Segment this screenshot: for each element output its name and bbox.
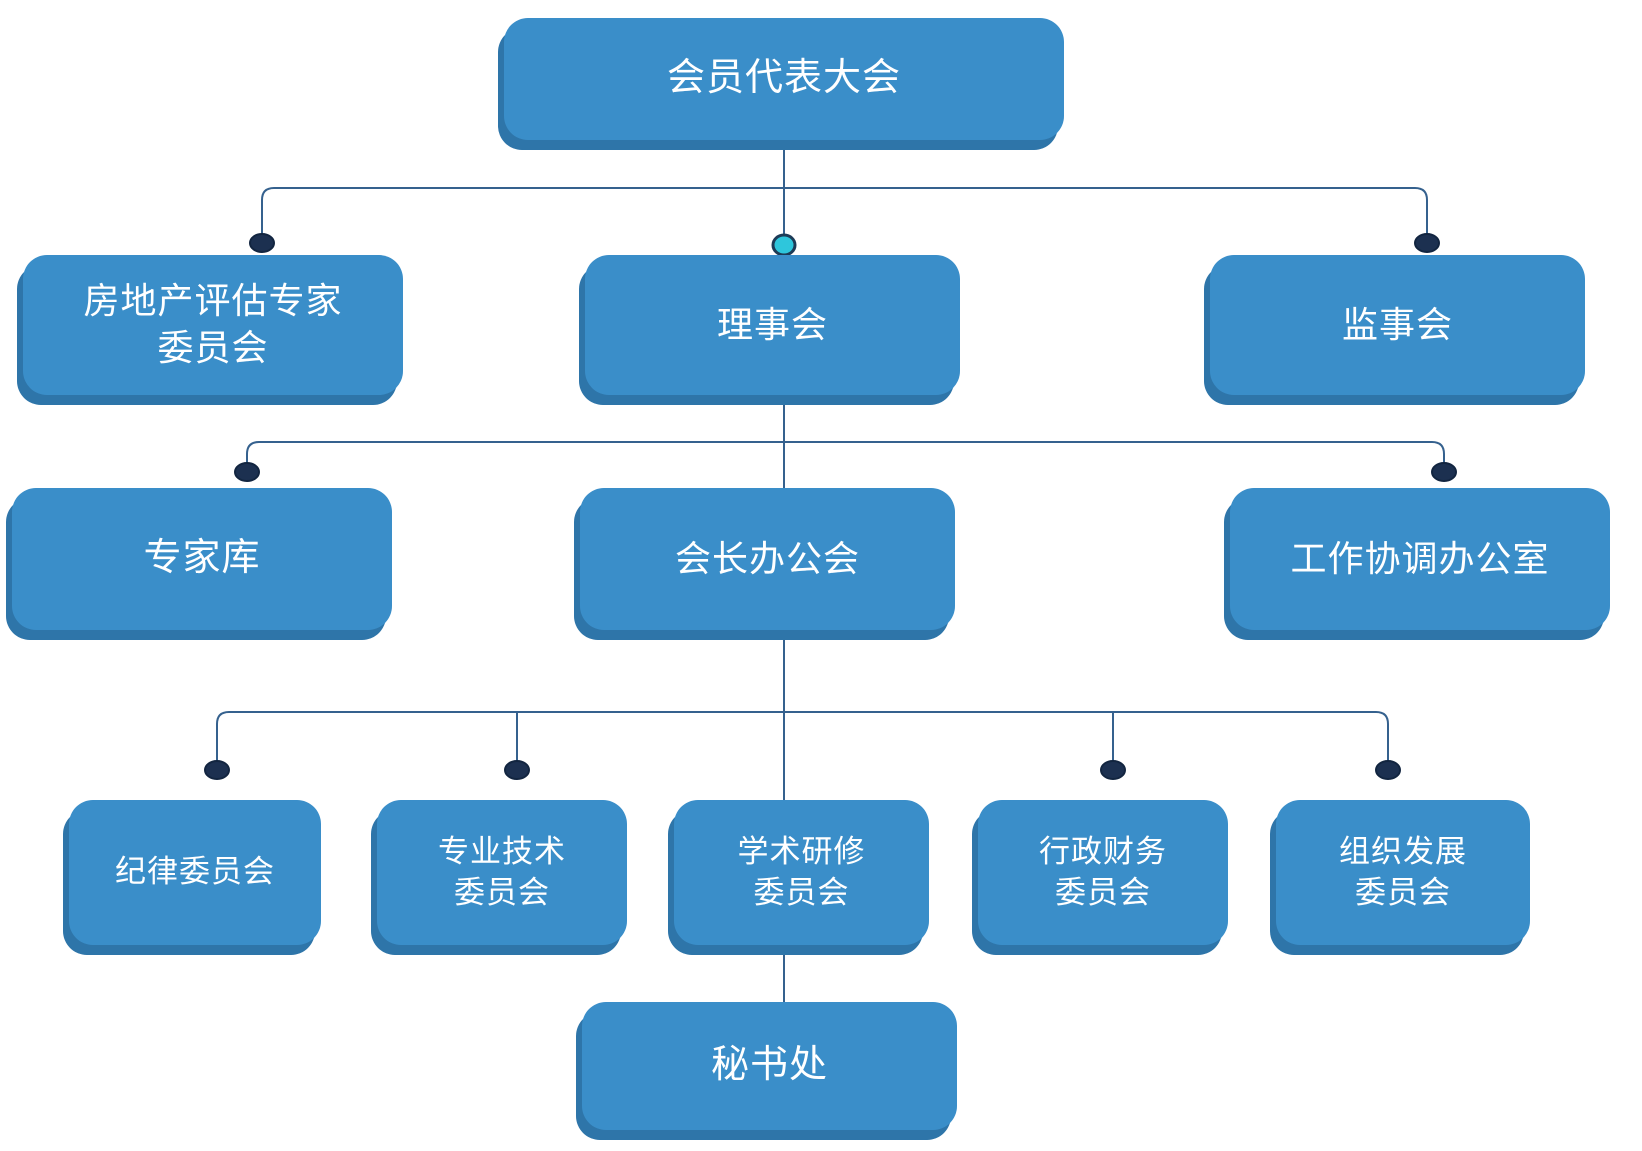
- dot-finance-committee: [1100, 760, 1126, 780]
- node-org-dev-committee: 组织发展 委员会: [1276, 800, 1530, 945]
- connector-rail-level4: [216, 711, 1389, 761]
- dot-council: [771, 233, 797, 257]
- dot-org-dev-committee: [1375, 760, 1401, 780]
- node-member-assembly: 会员代表大会: [504, 18, 1064, 140]
- node-council: 理事会: [585, 255, 960, 395]
- dot-appraisal-expert-committee: [249, 233, 275, 253]
- node-appraisal-expert-committee: 房地产评估专家 委员会: [23, 255, 403, 395]
- dot-supervisory-board: [1414, 233, 1440, 253]
- node-supervisory-board: 监事会: [1210, 255, 1585, 395]
- connector-rail-level2: [261, 187, 1428, 234]
- dot-tech-committee: [504, 760, 530, 780]
- node-expert-pool: 专家库: [12, 488, 392, 630]
- node-tech-committee: 专业技术 委员会: [377, 800, 627, 945]
- dot-coordination-office: [1431, 462, 1457, 482]
- node-coordination-office: 工作协调办公室: [1230, 488, 1610, 630]
- node-finance-committee: 行政财务 委员会: [978, 800, 1228, 945]
- node-secretariat: 秘书处: [582, 1002, 957, 1130]
- dot-expert-pool: [234, 462, 260, 482]
- node-academic-committee: 学术研修 委员会: [674, 800, 929, 945]
- node-discipline-committee: 纪律委员会: [69, 800, 321, 945]
- connector-rail-level3: [246, 441, 1445, 463]
- node-president-office: 会长办公会: [580, 488, 955, 630]
- dot-discipline-committee: [204, 760, 230, 780]
